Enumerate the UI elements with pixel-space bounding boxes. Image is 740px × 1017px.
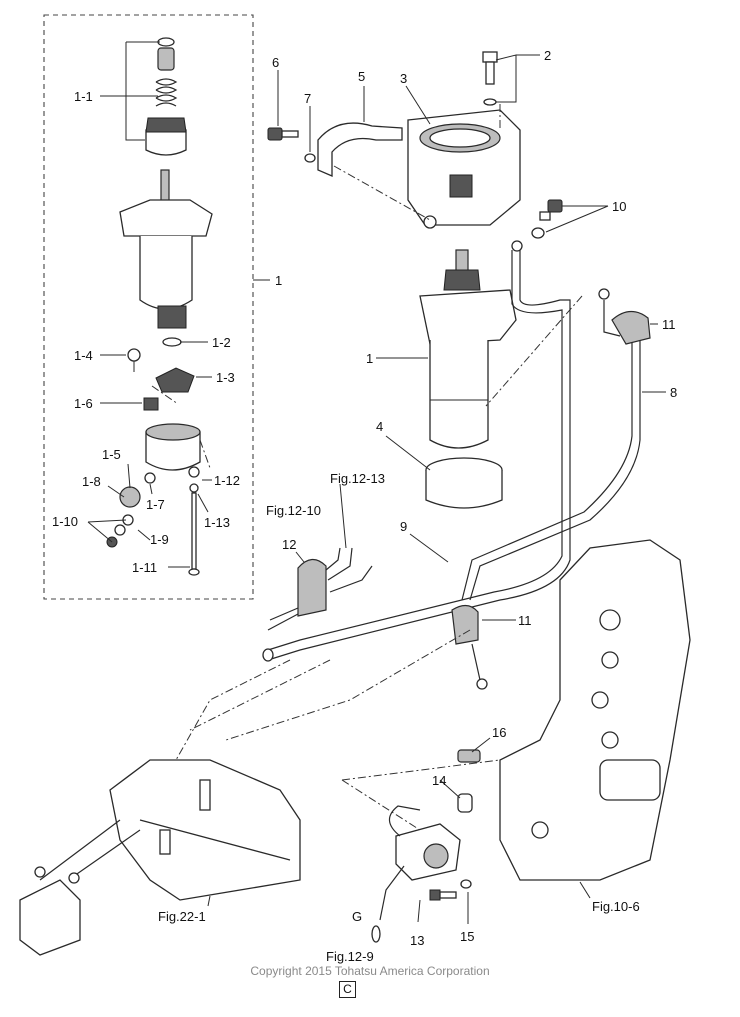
label-part-4: 4 (376, 419, 384, 434)
bolt-2 (482, 51, 498, 106)
bolt-6 (267, 127, 316, 163)
label-part-1-7: 1-7 (146, 497, 165, 512)
brush-parts (127, 337, 201, 471)
starter-solenoid (371, 805, 461, 943)
label-part-11-top: 11 (662, 317, 676, 332)
label-part-10: 10 (612, 199, 627, 214)
label-part-1-3: 1-3 (216, 370, 235, 385)
label-part-2: 2 (544, 48, 552, 63)
starter-drive-assembly (145, 37, 187, 156)
page-mark: C (339, 981, 356, 998)
harness-12 (267, 547, 373, 631)
label-part-1-center: 1 (366, 351, 374, 366)
ref-fig-12-9[interactable]: Fig.12-9 (326, 949, 374, 964)
cable-9 (262, 240, 571, 662)
label-part-1-13: 1-13 (204, 515, 231, 530)
collar-14 (457, 793, 473, 813)
ref-fig-22-1[interactable]: Fig.22-1 (158, 909, 206, 924)
label-part-1-5: 1-5 (102, 447, 121, 462)
label-part-1-10: 1-10 (52, 514, 79, 529)
label-part-13: 13 (410, 933, 425, 948)
label-part-5: 5 (358, 69, 366, 84)
starter-bracket (407, 109, 521, 229)
bolt-10 (531, 199, 563, 239)
battery (19, 819, 141, 956)
label-part-11-lower: 11 (518, 613, 532, 628)
label-part-1-2: 1-2 (212, 335, 231, 350)
ref-fig-12-10[interactable]: Fig.12-10 (266, 503, 321, 518)
label-part-1-11: 1-11 (132, 560, 158, 575)
bolt-15 (429, 879, 472, 901)
ref-fig-12-13[interactable]: Fig.12-13 (330, 471, 385, 486)
label-part-1-8: 1-8 (82, 474, 101, 489)
starter-band (317, 122, 403, 177)
label-part-1-9: 1-9 (150, 532, 169, 547)
label-part-1: 1 (275, 273, 283, 288)
label-part-15: 15 (460, 929, 475, 944)
label-part-3: 3 (400, 71, 408, 86)
cable-8 (451, 288, 651, 690)
label-part-9: 9 (400, 519, 408, 534)
label-part-6: 6 (272, 55, 280, 70)
starter-motor-exploded (119, 169, 213, 329)
starter-ring (425, 457, 503, 509)
label-part-8: 8 (670, 385, 678, 400)
label-ground-g: G (352, 909, 363, 924)
plate-16 (457, 749, 481, 763)
label-part-1-6: 1-6 (74, 396, 93, 411)
label-part-1-12: 1-12 (214, 473, 241, 488)
label-part-14: 14 (432, 773, 447, 788)
end-cap-hardware (106, 385, 211, 576)
label-part-7: 7 (304, 91, 312, 106)
lower-cowling (109, 759, 301, 901)
label-part-16: 16 (492, 725, 507, 740)
ref-fig-10-6[interactable]: Fig.10-6 (592, 899, 640, 914)
starter-motor (419, 249, 517, 449)
engine-bracket-plate (499, 539, 691, 881)
label-part-1-4: 1-4 (74, 348, 93, 363)
label-part-12: 12 (282, 537, 297, 552)
label-part-1-1: 1-1 (74, 89, 93, 104)
copyright-notice: Copyright 2015 Tohatsu America Corporati… (250, 964, 490, 978)
